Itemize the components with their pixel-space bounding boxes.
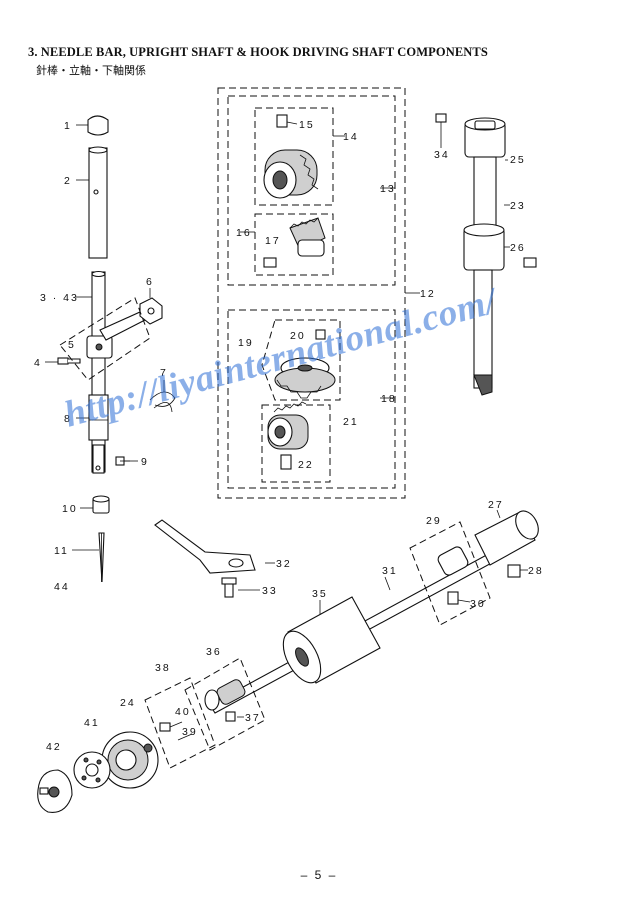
part-label-37: 37 <box>245 712 261 724</box>
part-label-30: 30 <box>470 598 486 610</box>
shaft-collar-29 <box>437 546 469 576</box>
part-label-14: 14 <box>343 131 359 143</box>
group-16-outline <box>254 213 334 276</box>
shaft-lever <box>154 519 256 574</box>
part-label-11: 11 <box>54 545 69 557</box>
collar-screw-28 <box>507 564 521 578</box>
group-38-outline <box>144 677 216 769</box>
part-label-26: 26 <box>510 242 526 254</box>
needle-bar-cap <box>87 115 109 136</box>
part-label-41: 41 <box>84 717 100 729</box>
part-label-25: 25 <box>510 154 526 166</box>
part-label-12: 12 <box>420 288 436 300</box>
part-label-6: 6 <box>146 276 154 288</box>
part-label-13: 13 <box>380 183 396 195</box>
part-label-34: 34 <box>434 149 450 161</box>
part-label-38: 38 <box>155 662 171 674</box>
part-label-10: 10 <box>62 503 78 515</box>
shaft-bushing-27 <box>474 510 539 566</box>
page-number: – 5 – <box>300 868 338 882</box>
part-label-23: 23 <box>510 200 526 212</box>
hook-shaft-collar-36 <box>204 679 246 711</box>
clamp-set-screw <box>57 357 81 365</box>
part-label-21: 21 <box>343 416 359 428</box>
needle <box>98 532 105 583</box>
part-label-40: 40 <box>175 706 191 718</box>
part-label-35: 35 <box>312 588 328 600</box>
part-label-9: 9 <box>141 456 149 468</box>
collar-screw-30 <box>447 591 459 605</box>
part-label-36: 36 <box>206 646 222 658</box>
part-label-3-43: 3 · 43 <box>40 292 79 304</box>
bobbin-case-42 <box>37 769 73 813</box>
bevel-gear-16 <box>263 217 326 268</box>
upright-shaft <box>463 156 505 396</box>
part-label-20: 20 <box>290 330 306 342</box>
hook-screws-38 <box>159 721 193 741</box>
retaining-spring <box>149 391 176 413</box>
page-title: 3. NEEDLE BAR, UPRIGHT SHAFT & HOOK DRIV… <box>28 45 488 59</box>
group-29-outline <box>409 521 491 626</box>
part-label-31: 31 <box>382 565 398 577</box>
page-subtitle: 針棒・立軸・下軸関係 <box>36 64 146 77</box>
upright-screw-26 <box>523 257 537 268</box>
part-labels: 1 2 3 · 43 4 5 6 7 8 9 10 11 44 15 14 13… <box>34 119 544 753</box>
group-12-outline <box>217 87 406 499</box>
part-label-7: 7 <box>160 367 168 379</box>
part-label-19: 19 <box>238 337 254 349</box>
part-label-27: 27 <box>488 499 504 511</box>
leader-lines <box>45 121 528 718</box>
part-label-5: 5 <box>68 339 76 351</box>
rotary-hook-24 <box>101 731 159 789</box>
group-36-outline <box>184 657 266 751</box>
upright-screw-34 <box>435 113 447 132</box>
needle-clamp-ring <box>92 495 110 514</box>
bevel-gear-19 <box>274 329 336 399</box>
lever-screw <box>221 577 237 598</box>
group-19-outline <box>261 319 341 401</box>
part-label-8: 8 <box>64 413 72 425</box>
bevel-gear-21 <box>267 401 309 470</box>
part-label-22: 22 <box>298 459 314 471</box>
part-label-39: 39 <box>182 726 198 738</box>
part-label-44: 44 <box>54 581 70 593</box>
needle-bar <box>88 270 109 474</box>
part-label-17: 17 <box>265 235 281 247</box>
part-label-15: 15 <box>299 119 315 131</box>
part-label-28: 28 <box>528 565 544 577</box>
group-21-outline <box>261 404 331 483</box>
square-nut <box>139 297 163 325</box>
part-label-33: 33 <box>262 585 278 597</box>
bevel-gear-14 <box>263 114 319 199</box>
upright-shaft-collar <box>464 117 506 158</box>
needle-bar-upper <box>88 146 108 259</box>
part-label-32: 32 <box>276 558 292 570</box>
clamp-group-outline <box>59 297 151 381</box>
part-label-2: 2 <box>64 175 72 187</box>
group-13-outline <box>227 95 396 286</box>
collar-screw-37 <box>225 711 236 722</box>
part-label-1: 1 <box>64 120 72 132</box>
bobbin-41 <box>73 751 111 789</box>
part-label-18: 18 <box>381 393 397 405</box>
part-label-29: 29 <box>426 515 442 527</box>
part-label-4: 4 <box>34 357 42 369</box>
group-18-outline <box>227 309 396 489</box>
shaft-sleeve-35 <box>282 596 381 684</box>
part-label-42: 42 <box>46 741 62 753</box>
part-label-16: 16 <box>236 227 252 239</box>
part-label-24: 24 <box>120 697 136 709</box>
